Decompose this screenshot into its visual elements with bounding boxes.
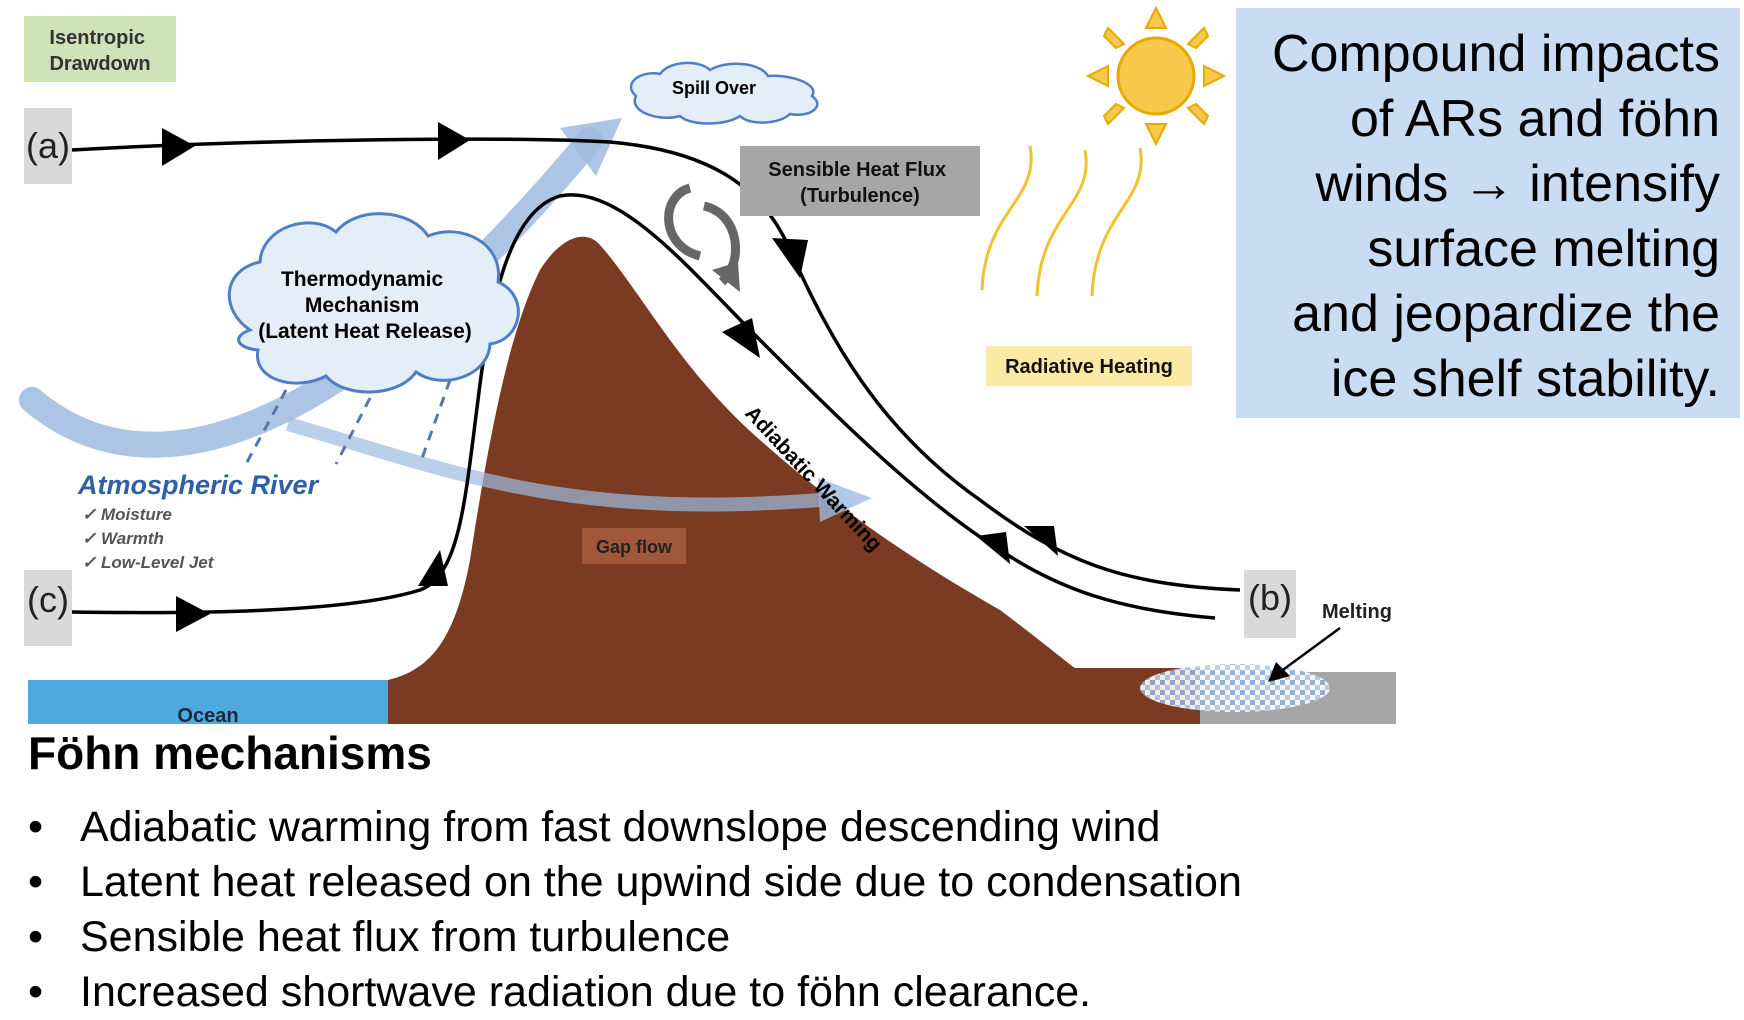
rain-icon bbox=[244, 379, 452, 465]
callout-box: Compound impacts of ARs and föhn winds →… bbox=[1236, 8, 1740, 418]
callout-line: surface melting bbox=[1367, 220, 1720, 278]
list-item: Latent heat released on the upwind side … bbox=[28, 855, 1242, 910]
gap-flow-arrow bbox=[286, 417, 821, 512]
melting-label: Melting bbox=[1322, 601, 1392, 623]
ocean-label: Ocean bbox=[177, 705, 238, 727]
gap-flow-arrowhead bbox=[818, 478, 872, 522]
ar-items: ✓ Moisture ✓ Warmth ✓ Low-Level Jet bbox=[82, 505, 215, 572]
melting-pointer bbox=[1279, 626, 1341, 674]
mountain bbox=[388, 236, 1200, 724]
mechanisms-heading: Föhn mechanisms bbox=[28, 727, 432, 779]
thermodynamic-label: Thermodynamic Mechanism (Latent Heat Rel… bbox=[258, 268, 472, 343]
callout-line: ice shelf stability. bbox=[1330, 350, 1720, 408]
gap-flow-label: Gap flow bbox=[596, 537, 673, 557]
sensible-heat-label: Sensible Heat Flux (Turbulence) bbox=[768, 159, 951, 207]
atmospheric-river-label: Atmospheric River bbox=[77, 470, 320, 500]
list-item: Adiabatic warming from fast downslope de… bbox=[28, 800, 1242, 855]
melting-pointer-head bbox=[1268, 662, 1290, 682]
mechanisms-list: Adiabatic warming from fast downslope de… bbox=[28, 800, 1242, 1020]
spill-over-label: Spill Over bbox=[672, 78, 756, 98]
cloud-icon bbox=[227, 212, 520, 394]
foehn-diagram: Ocean Thermodynamic Mechanism (Latent He… bbox=[19, 5, 1396, 727]
arrowhead-c3 bbox=[722, 318, 760, 358]
arrowhead-a4 bbox=[1024, 526, 1058, 556]
point-a-box bbox=[24, 108, 72, 184]
point-a-label: (a) bbox=[26, 125, 70, 166]
sun-icon bbox=[1085, 5, 1227, 147]
arrowhead-a1 bbox=[162, 128, 195, 166]
point-b-box bbox=[1244, 570, 1296, 638]
spill-over-cloud-icon bbox=[629, 61, 819, 125]
turbulence-arrowhead bbox=[712, 262, 740, 292]
point-c-box bbox=[24, 570, 72, 646]
arrowhead-c2 bbox=[418, 550, 448, 586]
ocean bbox=[28, 680, 388, 724]
radiative-box bbox=[986, 346, 1192, 386]
callout-line: of ARs and föhn bbox=[1349, 90, 1720, 148]
list-item: Increased shortwave radiation due to föh… bbox=[28, 965, 1242, 1020]
callout-line: Compound impacts bbox=[1272, 25, 1720, 83]
list-item: Sensible heat flux from turbulence bbox=[28, 910, 1242, 965]
callout-line: and jeopardize the bbox=[1292, 285, 1720, 343]
sensible-heat-box bbox=[740, 146, 980, 216]
callout-line: winds → intensify bbox=[1315, 155, 1720, 213]
arrowhead-c1 bbox=[176, 596, 210, 632]
isentropic-box bbox=[24, 16, 176, 82]
point-b-label: (b) bbox=[1248, 577, 1292, 618]
streamline-a bbox=[71, 137, 1241, 592]
arrowhead-a3 bbox=[772, 238, 808, 278]
atmospheric-river-arrowhead bbox=[560, 118, 622, 176]
gap-flow-box bbox=[582, 528, 686, 564]
arrowhead-c4 bbox=[976, 532, 1010, 564]
radiative-label: Radiative Heating bbox=[1005, 356, 1173, 378]
isentropic-label: Isentropic Drawdown bbox=[49, 27, 150, 75]
arrowhead-a2 bbox=[438, 122, 470, 160]
melting-ice-icon bbox=[1140, 664, 1330, 712]
point-c-label: (c) bbox=[27, 579, 69, 620]
heat-wave-icon bbox=[980, 145, 1143, 297]
